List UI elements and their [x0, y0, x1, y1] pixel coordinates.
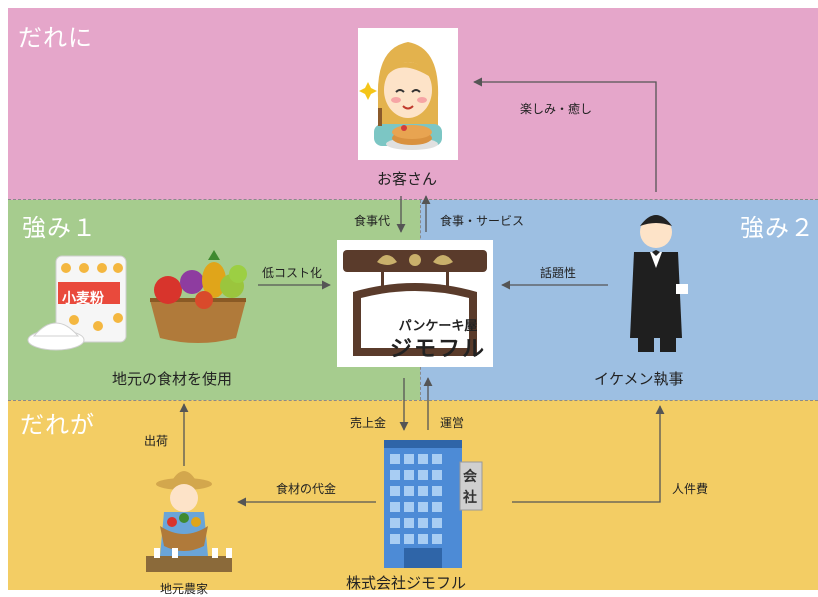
divider-bottom — [8, 400, 818, 401]
edge-label-labor-cost: 人件費 — [672, 482, 709, 496]
customer-icon — [359, 42, 442, 150]
edge-label-fun-healing: 楽しみ・癒し — [520, 102, 593, 116]
arrow-labor-cost — [512, 405, 665, 503]
section-title-who-to: だれに — [18, 24, 93, 52]
section-title-strength-1: 強み１ — [22, 214, 97, 242]
node-butler: イケメン執事 — [594, 370, 684, 388]
customer-illustration — [358, 28, 458, 160]
edge-label-shipment: 出荷 — [144, 434, 169, 448]
node-local-ingredients: 地元の食材を使用 — [112, 370, 233, 388]
edge-label-low-cost: 低コスト化 — [262, 266, 323, 280]
shop-sign-icon — [343, 250, 487, 356]
node-customer: お客さん — [377, 170, 438, 188]
node-company: 株式会社ジモフル — [346, 574, 467, 592]
pancake-shop-sign — [337, 240, 493, 367]
edge-label-operation: 運営 — [440, 416, 465, 430]
building-sign-2: 社 — [463, 490, 477, 506]
flour-bag-label: 小麦粉 — [62, 291, 104, 307]
edge-label-topicality: 話題性 — [540, 266, 577, 280]
edge-label-food-fee: 食事代 — [354, 214, 391, 228]
shop-sign-line-2: ジモフル — [389, 337, 486, 362]
edge-label-ingredient-payment: 食材の代金 — [276, 482, 337, 496]
section-title-strength-2: 強み２ — [740, 214, 815, 242]
building-sign-1: 会 — [463, 469, 477, 485]
section-title-who-does: だれが — [20, 411, 95, 439]
node-farmer: 地元農家 — [160, 582, 209, 596]
shop-sign-line-1: パンケーキ屋 — [398, 319, 478, 334]
arrow-fun-healing — [473, 77, 657, 192]
divider-top — [8, 199, 818, 200]
edge-label-food-service: 食事・サービス — [440, 214, 525, 228]
edge-label-sales: 売上金 — [350, 416, 387, 430]
